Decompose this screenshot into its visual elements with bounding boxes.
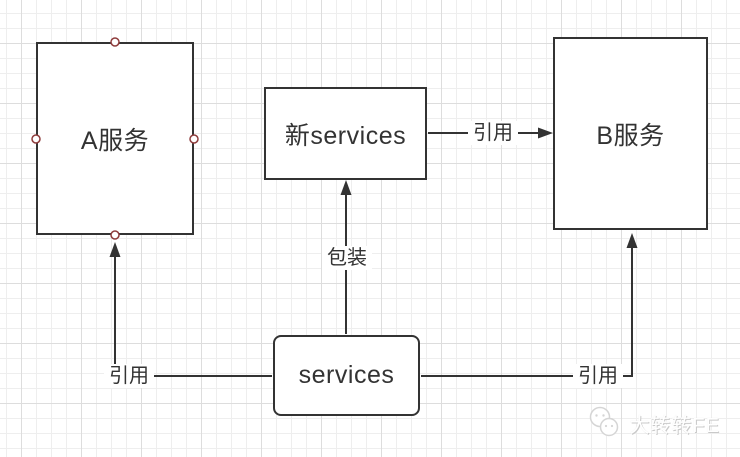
- node-service-a[interactable]: A服务: [36, 42, 194, 235]
- node-service-b[interactable]: B服务: [553, 37, 708, 230]
- node-new-services[interactable]: 新services: [264, 87, 427, 180]
- node-services-label: services: [298, 361, 395, 389]
- edge-wrap-arrowhead-up-icon: [340, 180, 352, 195]
- watermark: 大转转FE: [587, 405, 720, 441]
- node-service-a-label: A服务: [80, 126, 150, 155]
- edge-label-ref-top[interactable]: 引用: [468, 121, 518, 145]
- watermark-text: 大转转FE: [629, 414, 720, 437]
- edge-ref-right-arrowhead-up-icon: [626, 233, 638, 248]
- watermark-logo-icon: [590, 406, 619, 437]
- edge-ref-left-arrowhead-up-icon: [109, 242, 121, 257]
- edge-label-wrap[interactable]: 包装: [322, 246, 372, 270]
- node-services[interactable]: services: [273, 335, 420, 416]
- edge-ref-left-line: [114, 256, 272, 377]
- node-new-services-label: 新services: [284, 121, 407, 150]
- edge-label-ref-right[interactable]: 引用: [573, 364, 623, 388]
- edge-label-ref-left[interactable]: 引用: [104, 364, 154, 388]
- edge-ref-right[interactable]: [421, 233, 638, 377]
- edge-ref-top-arrowhead-right-icon: [538, 127, 553, 139]
- edge-ref-left[interactable]: [109, 242, 273, 377]
- edge-ref-right-line: [421, 247, 633, 377]
- node-service-b-label: B服务: [596, 121, 665, 150]
